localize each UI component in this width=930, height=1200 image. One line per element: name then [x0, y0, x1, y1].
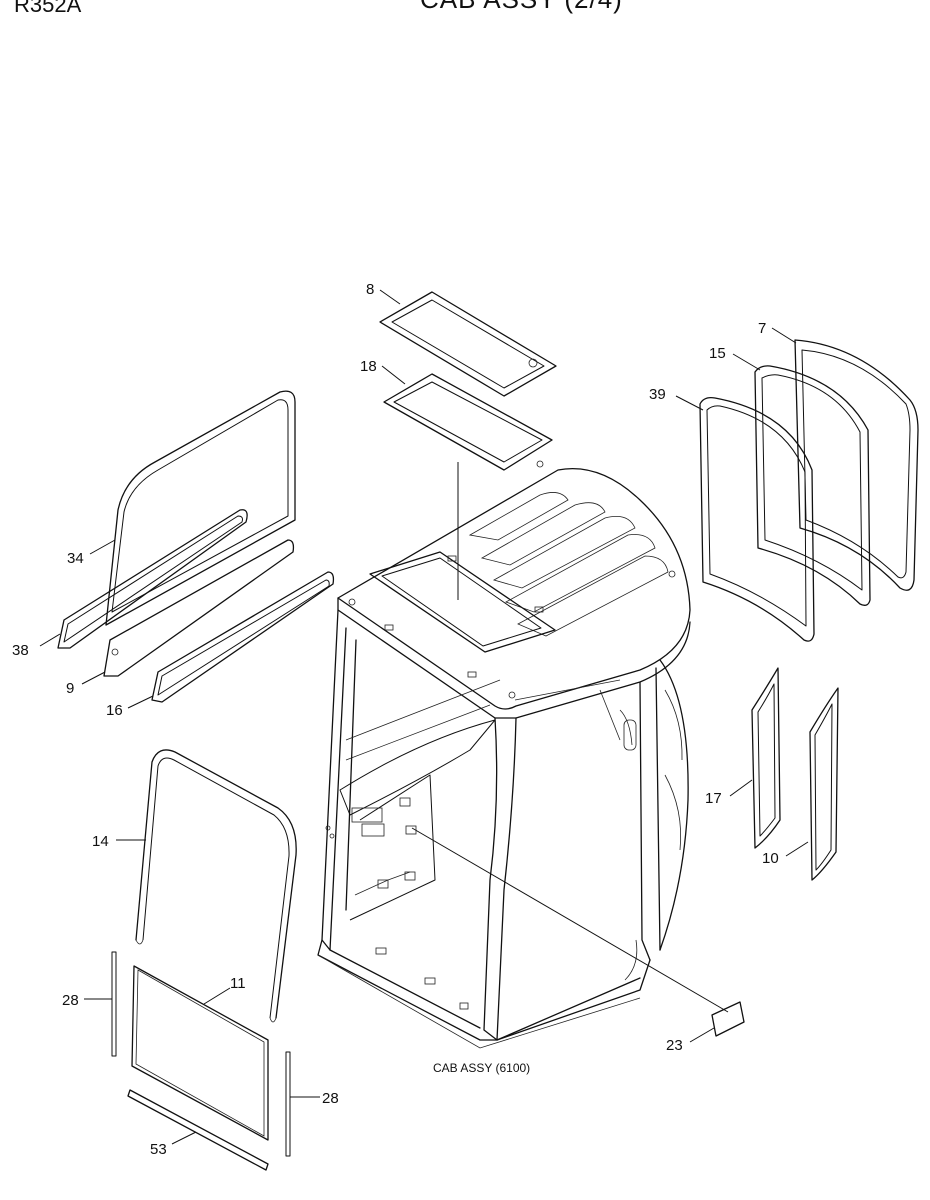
part-28-strip-left: [111, 951, 117, 1057]
leader-lines: [39, 289, 809, 1145]
part-10-quarter-glass: [809, 687, 839, 881]
part-39-rear-seal-inner: [699, 396, 815, 642]
part-38-seal-strip: [57, 509, 248, 649]
assembly-caption: CAB ASSY (6100): [433, 1061, 530, 1075]
callout-9: 9: [66, 680, 74, 697]
callout-28-right: 28: [322, 1090, 339, 1107]
part-28-strip-right: [285, 1051, 291, 1157]
page-title: CAB ASSY (2/4): [420, 0, 623, 15]
callout-17: 17: [705, 790, 722, 807]
callout-15: 15: [709, 345, 726, 362]
callout-38: 38: [12, 642, 29, 659]
part-16-lower-seal: [151, 571, 335, 703]
part-34-side-glass: [105, 390, 296, 626]
part-9-lower-glass: [103, 539, 295, 677]
cab-assembly: [317, 460, 691, 1049]
callout-8: 8: [366, 281, 374, 298]
part-53-bottom-strip: [127, 1089, 269, 1171]
callout-14: 14: [92, 833, 109, 850]
callout-23: 23: [666, 1037, 683, 1054]
callout-39: 39: [649, 386, 666, 403]
part-11-door-glass: [131, 965, 269, 1141]
callout-53: 53: [150, 1141, 167, 1158]
callout-7: 7: [758, 320, 766, 337]
part-14-door-seal: [135, 749, 297, 1023]
callout-34: 34: [67, 550, 84, 567]
model-label: R352A: [14, 0, 82, 17]
part-8-hatch-glass: [379, 291, 557, 397]
part-15-rear-seal: [754, 365, 871, 606]
callout-10: 10: [762, 850, 779, 867]
callout-16: 16: [106, 702, 123, 719]
part-17-quarter-seal: [751, 667, 781, 849]
callout-28-left: 28: [62, 992, 79, 1009]
callout-18: 18: [360, 358, 377, 375]
part-18-hatch-seal: [383, 373, 553, 600]
callout-11: 11: [230, 975, 246, 992]
callouts: 8 18 7 15 39 34 38 9 16 14 17 10 28 11 2…: [12, 281, 779, 1158]
part-23-label: [411, 827, 745, 1037]
